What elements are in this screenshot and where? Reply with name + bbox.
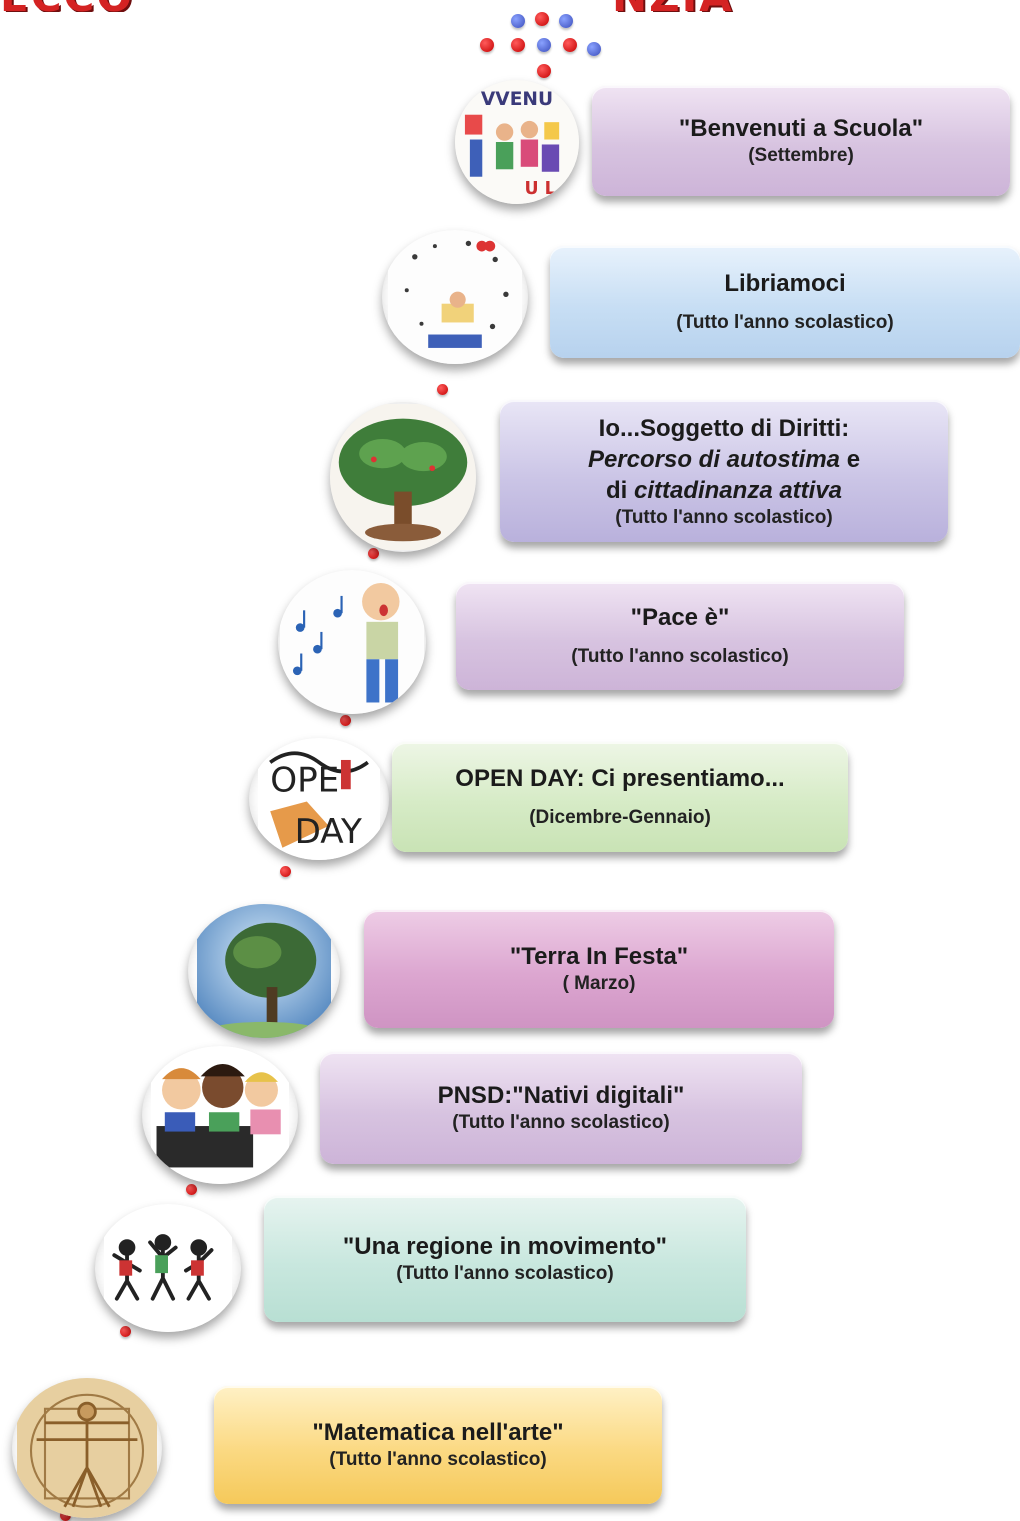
page-title: ECCO NZIA — [0, 0, 1020, 12]
dot-icon — [559, 14, 573, 28]
dot-icon — [480, 38, 494, 52]
dot-icon — [535, 12, 549, 26]
page-title-left: ECCO — [0, 0, 260, 12]
dot-icon — [511, 38, 525, 52]
singing-child-icon — [278, 570, 426, 714]
activity-card-libriamoci: Libriamoci (Tutto l'anno scolastico) — [550, 246, 1020, 358]
vitruvian-man-icon — [12, 1378, 162, 1518]
connector-dot-icon — [280, 866, 291, 877]
connector-dot-icon — [120, 1326, 131, 1337]
activity-title: PNSD:"Nativi digitali" — [437, 1082, 685, 1109]
activity-title: Libriamoci — [724, 270, 846, 297]
activity-title-line1: Io...Soggetto di Diritti: — [598, 414, 850, 442]
svg-text:OPE: OPE — [270, 761, 339, 801]
dot-icon — [563, 38, 577, 52]
earth-tree-icon — [188, 904, 340, 1038]
activity-title-line2: Percorso di autostima e — [588, 444, 860, 475]
activity-card-regione-in-movimento: "Una regione in movimento" (Tutto l'anno… — [264, 1196, 746, 1322]
tree-rights-icon — [330, 402, 476, 552]
activity-title: "Terra In Festa" — [509, 943, 689, 970]
activity-period: (Tutto l'anno scolastico) — [396, 1263, 614, 1284]
svg-text:VVENU: VVENU — [481, 89, 553, 110]
dot-icon — [537, 64, 551, 78]
activity-title-line3-italic: cittadinanza attiva — [633, 476, 843, 504]
svg-text:U L: U L — [524, 179, 555, 199]
activity-period: (Tutto l'anno scolastico) — [676, 312, 894, 333]
activity-title-line3: di cittadinanza attiva — [606, 475, 842, 506]
children-welcome-icon: VVENU U L — [455, 80, 579, 204]
activity-period: (Tutto l'anno scolastico) — [329, 1449, 547, 1470]
dot-icon — [537, 38, 551, 52]
connector-dot-icon — [340, 715, 351, 726]
activity-card-open-day: OPEN DAY: Ci presentiamo... (Dicembre-Ge… — [392, 742, 848, 852]
activity-title-line3-prefix: di — [605, 476, 634, 504]
activity-title-line2-italic: Percorso di autostima — [587, 445, 841, 473]
connector-dot-icon — [368, 548, 379, 559]
activity-title: "Pace è" — [630, 604, 730, 631]
svg-text:DAY: DAY — [295, 812, 362, 852]
activity-card-nativi-digitali: PNSD:"Nativi digitali" (Tutto l'anno sco… — [320, 1052, 802, 1164]
reading-book-icon — [382, 230, 528, 364]
connector-dot-icon — [60, 1510, 71, 1521]
open-day-icon: OPE DAY — [249, 738, 389, 860]
activity-title: "Una regione in movimento" — [342, 1233, 668, 1260]
connector-dot-icon — [437, 384, 448, 395]
activity-card-matematica-arte: "Matematica nell'arte" (Tutto l'anno sco… — [214, 1386, 662, 1504]
activity-period: (Tutto l'anno scolastico) — [571, 646, 789, 667]
activity-card-terra-in-festa: "Terra In Festa" ( Marzo) — [364, 910, 834, 1028]
page-title-right: NZIA — [612, 0, 832, 12]
connector-dot-icon — [186, 1184, 197, 1195]
activity-period: (Tutto l'anno scolastico) — [452, 1112, 670, 1133]
activity-title: OPEN DAY: Ci presentiamo... — [455, 765, 785, 792]
activity-title: "Matematica nell'arte" — [312, 1419, 564, 1446]
activity-card-benvenuti: "Benvenuti a Scuola" (Settembre) — [592, 86, 1010, 196]
activity-card-pace: "Pace è" (Tutto l'anno scolastico) — [456, 582, 904, 690]
activity-period: (Tutto l'anno scolastico) — [615, 506, 833, 528]
kids-computer-icon — [142, 1046, 298, 1184]
activity-title: "Benvenuti a Scuola" — [678, 115, 924, 142]
dancing-figures-icon — [95, 1204, 241, 1332]
dot-icon — [587, 42, 601, 56]
dot-icon — [511, 14, 525, 28]
activity-period: ( Marzo) — [562, 973, 636, 994]
activity-period: (Dicembre-Gennaio) — [529, 807, 711, 828]
activity-card-diritti: Io...Soggetto di Diritti: Percorso di au… — [500, 400, 948, 542]
activity-title-line2-suffix: e — [840, 445, 861, 473]
activity-period: (Settembre) — [748, 145, 854, 166]
